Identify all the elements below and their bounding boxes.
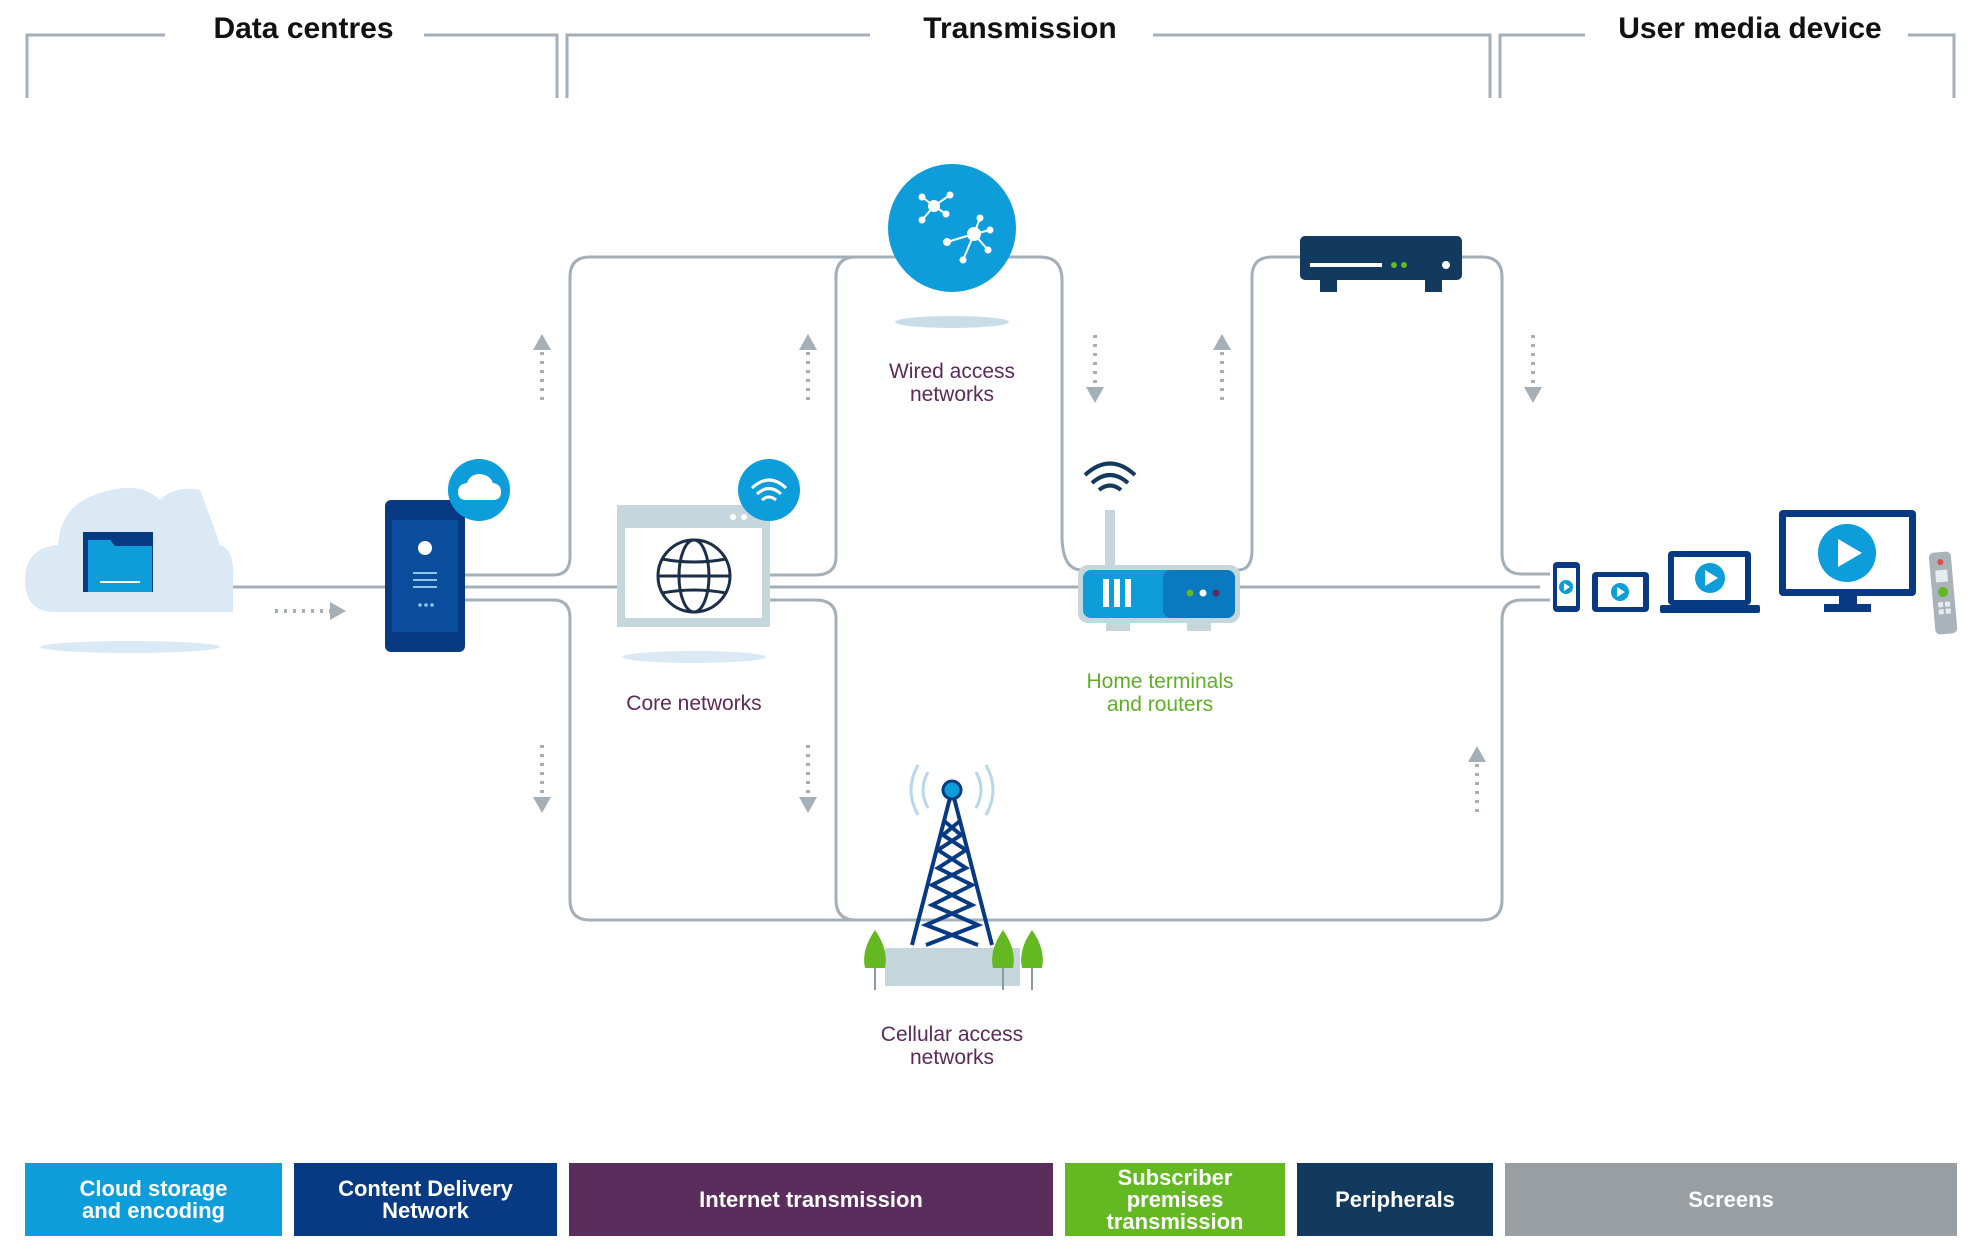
- category-internet-transmission: Internet transmission: [569, 1163, 1053, 1236]
- laptop-icon: [1660, 551, 1760, 613]
- header-user-media-device: User media device: [1592, 12, 1908, 46]
- cloud-folder-icon: [25, 487, 234, 653]
- bracket-user-left: [1498, 33, 1585, 98]
- set-top-box-icon: [1300, 236, 1462, 292]
- remote-control-icon: [1928, 551, 1958, 635]
- category-cloud-storage: Cloud storage and encoding: [25, 1163, 282, 1236]
- tree-icon: [992, 930, 1014, 990]
- network-nodes-icon: [888, 164, 1016, 328]
- line-core-down: [770, 598, 857, 922]
- tablet-icon: [1592, 572, 1649, 612]
- header-data-centres: Data centres: [183, 12, 424, 46]
- phone-icon: [1553, 562, 1580, 612]
- label-cellular-access-networks: Cellular access networks: [880, 1023, 1024, 1069]
- label-core-networks: Core networks: [626, 692, 762, 715]
- cell-tower-icon: [864, 764, 1043, 990]
- browser-globe-icon: [617, 505, 770, 663]
- cloud-badge-icon: [448, 459, 510, 521]
- category-cdn: Content Delivery Network: [294, 1163, 557, 1236]
- bracket-transmission-right: [1135, 33, 1492, 98]
- router-icon: [1078, 461, 1240, 631]
- line-router-to-devices-upper: [1237, 255, 1550, 576]
- label-home-terminals-routers: Home terminals and routers: [1086, 670, 1234, 716]
- server-icon: [385, 500, 465, 652]
- flow-arrows: [275, 335, 1535, 812]
- line-lower-loop: [465, 598, 1550, 922]
- arrow-heads: [330, 334, 1542, 813]
- bracket-data-centres-right: [406, 33, 559, 98]
- line-core-up: [770, 255, 857, 577]
- label-wired-access-networks: Wired access networks: [888, 360, 1016, 406]
- category-screens: Screens: [1505, 1163, 1957, 1236]
- category-peripherals: Peripherals: [1297, 1163, 1493, 1236]
- header-transmission: Transmission: [887, 12, 1153, 46]
- line-upper-loop: [465, 255, 1083, 577]
- tree-icon: [1021, 930, 1043, 990]
- category-subscriber-premises: Subscriber premises transmission: [1065, 1163, 1285, 1236]
- wifi-badge-icon: [738, 459, 800, 521]
- bracket-transmission-left: [565, 33, 870, 98]
- tv-icon: [1779, 510, 1916, 612]
- bracket-data-centres-left: [25, 33, 165, 98]
- tree-icon: [864, 930, 886, 990]
